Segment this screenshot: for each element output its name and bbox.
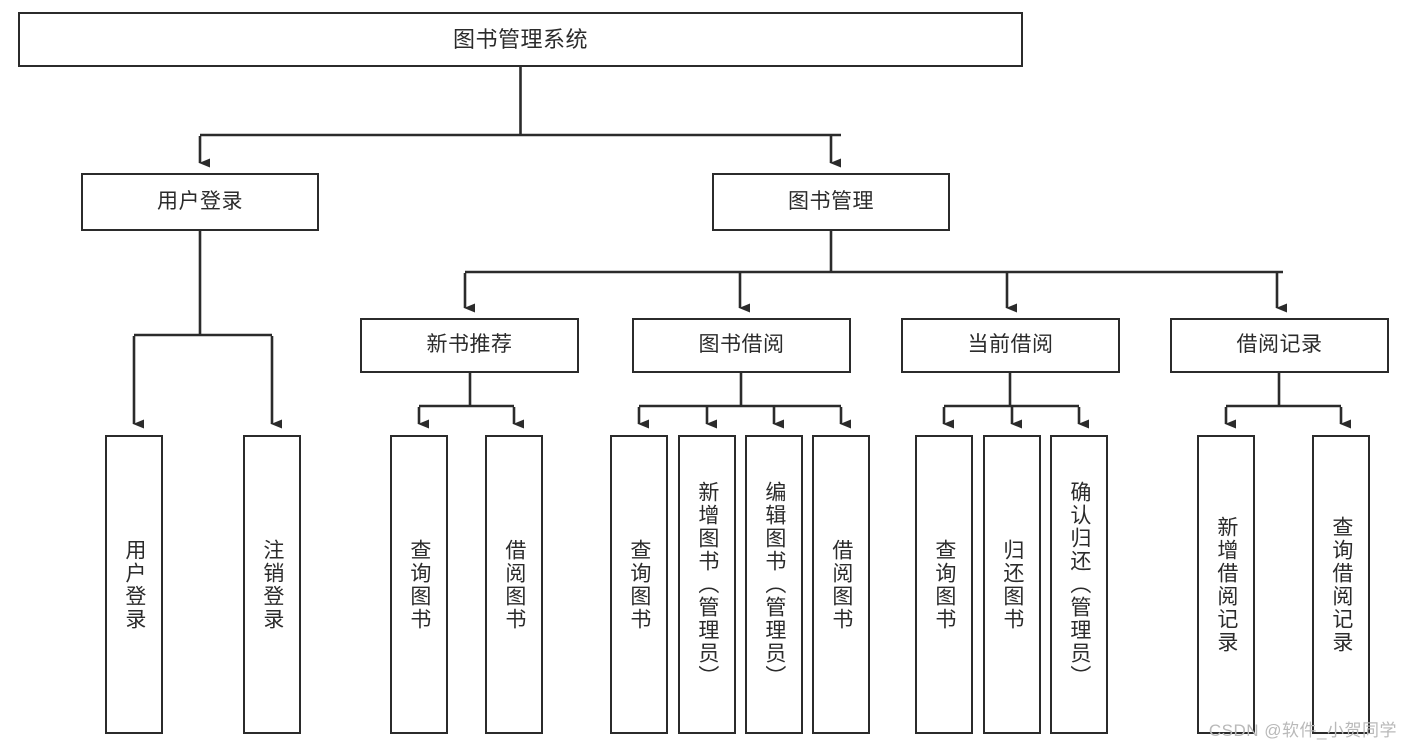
- node-new-book-rec-label: 新书推荐: [426, 333, 513, 357]
- node-user-login[interactable]: 用户登录: [81, 173, 319, 231]
- node-leaf-borrow-book-2[interactable]: 借阅图书: [812, 435, 870, 734]
- node-current-borrow[interactable]: 当前借阅: [901, 318, 1120, 373]
- node-leaf-query-record-label: 查询借阅记录: [1329, 515, 1353, 654]
- node-leaf-add-record-label: 新增借阅记录: [1214, 515, 1238, 654]
- node-leaf-user-logout[interactable]: 注销登录: [243, 435, 301, 734]
- node-leaf-borrow-book-1[interactable]: 借阅图书: [485, 435, 543, 734]
- node-leaf-edit-book-label: 编辑图书（管理员）: [762, 481, 786, 688]
- node-leaf-edit-book[interactable]: 编辑图书（管理员）: [745, 435, 803, 734]
- node-leaf-add-book[interactable]: 新增图书（管理员）: [678, 435, 736, 734]
- node-book-manage[interactable]: 图书管理: [712, 173, 950, 231]
- node-leaf-confirm-return[interactable]: 确认归还（管理员）: [1050, 435, 1108, 734]
- node-leaf-query-book-1[interactable]: 查询图书: [390, 435, 448, 734]
- node-leaf-borrow-book-1-label: 借阅图书: [502, 538, 526, 631]
- node-leaf-query-book-3[interactable]: 查询图书: [915, 435, 973, 734]
- node-new-book-rec[interactable]: 新书推荐: [360, 318, 579, 373]
- node-leaf-query-book-2[interactable]: 查询图书: [610, 435, 668, 734]
- node-root[interactable]: 图书管理系统: [18, 12, 1023, 67]
- node-book-manage-label: 图书管理: [788, 189, 874, 213]
- node-leaf-query-record[interactable]: 查询借阅记录: [1312, 435, 1370, 734]
- node-current-borrow-label: 当前借阅: [967, 333, 1054, 357]
- node-leaf-user-login-label: 用户登录: [122, 538, 146, 631]
- node-leaf-return-book[interactable]: 归还图书: [983, 435, 1041, 734]
- node-book-borrow[interactable]: 图书借阅: [632, 318, 851, 373]
- node-leaf-query-book-3-label: 查询图书: [932, 538, 956, 631]
- node-leaf-add-book-label: 新增图书（管理员）: [695, 481, 719, 688]
- node-borrow-record-label: 借阅记录: [1236, 333, 1323, 357]
- node-leaf-query-book-1-label: 查询图书: [407, 538, 431, 631]
- node-user-login-label: 用户登录: [157, 189, 243, 213]
- node-book-borrow-label: 图书借阅: [698, 333, 785, 357]
- node-leaf-add-record[interactable]: 新增借阅记录: [1197, 435, 1255, 734]
- node-leaf-query-book-2-label: 查询图书: [627, 538, 651, 631]
- node-root-label: 图书管理系统: [452, 26, 588, 52]
- node-leaf-borrow-book-2-label: 借阅图书: [829, 538, 853, 631]
- node-leaf-user-login[interactable]: 用户登录: [105, 435, 163, 734]
- node-borrow-record[interactable]: 借阅记录: [1170, 318, 1389, 373]
- node-leaf-user-logout-label: 注销登录: [260, 538, 284, 631]
- watermark-text: CSDN @软件_小贺同学: [1208, 721, 1397, 740]
- node-leaf-return-book-label: 归还图书: [1000, 538, 1024, 631]
- node-leaf-confirm-return-label: 确认归还（管理员）: [1067, 481, 1091, 688]
